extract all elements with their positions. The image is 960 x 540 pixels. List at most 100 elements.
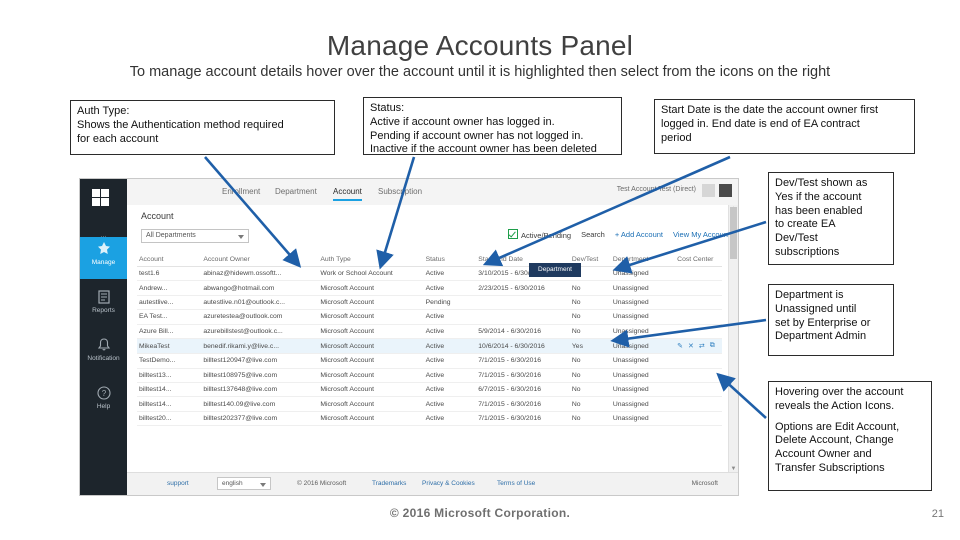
- cell-department: Unassigned: [610, 411, 676, 427]
- cell-account: billtest13...: [137, 368, 202, 384]
- filter-row: Active/Pending Search + Add Account View…: [508, 229, 730, 240]
- change-owner-icon[interactable]: ⇄: [698, 343, 705, 351]
- display-icon[interactable]: [702, 184, 715, 197]
- sidebar-item-help-label: Help: [96, 403, 111, 410]
- cell-account: MikeaTest: [137, 338, 202, 355]
- sidebar-item-help[interactable]: ? Help: [80, 381, 127, 423]
- cell-account: Andrew...: [137, 280, 202, 296]
- user-avatar-icon[interactable]: [719, 184, 732, 197]
- view-my-account-button[interactable]: View My Account: [673, 230, 730, 239]
- more-icon: [96, 215, 112, 231]
- callout-dates: Start Date is the date the account owner…: [654, 99, 915, 154]
- callout-status-line4: Inactive if the account owner has been d…: [370, 143, 597, 156]
- cell-dev-test: No: [569, 396, 611, 412]
- sidebar-item-more-label: ···: [100, 233, 107, 240]
- scroll-down-arrow[interactable]: ▼: [730, 466, 737, 472]
- support-link[interactable]: support: [167, 480, 189, 487]
- callout-status-line1: Status:: [370, 102, 405, 114]
- slide-copyright: © 2016 Microsoft Corporation.: [389, 506, 571, 520]
- privacy-cookies-link[interactable]: Privacy & Cookies: [422, 480, 475, 487]
- sidebar-item-notification[interactable]: Notification: [80, 333, 127, 375]
- table-row[interactable]: Azure Bill...azurebillstest@outlook.c...…: [137, 324, 722, 339]
- active-pending-checkbox[interactable]: Active/Pending: [508, 229, 571, 240]
- language-select[interactable]: english: [217, 477, 271, 490]
- callout-devtest-line6: subscriptions: [775, 245, 840, 258]
- cell-cost-center: [675, 353, 722, 369]
- col-status[interactable]: Status: [423, 253, 477, 267]
- col-auth-type[interactable]: Auth Type: [318, 253, 424, 267]
- cell-department: Unassigned: [610, 338, 676, 355]
- department-button[interactable]: Department: [529, 263, 581, 277]
- cell-account-owner: autestlive.n01@outlook.c...: [201, 295, 319, 311]
- cell-account: Azure Bill...: [137, 324, 202, 339]
- cell-account: test1.6: [137, 266, 202, 282]
- left-nav: ··· Manage Reports Notification: [80, 179, 127, 495]
- cell-dev-test: No: [569, 280, 611, 296]
- callout-dept-line3: set by Enterprise or: [775, 316, 871, 329]
- cell-status: Active: [423, 309, 477, 325]
- tab-subscription[interactable]: Subscription: [378, 187, 423, 196]
- cell-department: Unassigned: [610, 353, 676, 369]
- row-action-icons[interactable]: ✎ ✕ ⇄ ⧉: [675, 338, 722, 355]
- table-row[interactable]: autestlive...autestlive.n01@outlook.c...…: [137, 295, 722, 311]
- terms-of-use-link[interactable]: Terms of Use: [497, 480, 536, 487]
- col-cost-center[interactable]: Cost Center: [675, 253, 722, 267]
- sidebar-item-manage-label: Manage: [91, 259, 116, 266]
- sidebar-item-more[interactable]: ···: [80, 211, 127, 253]
- delete-icon[interactable]: ✕: [688, 343, 694, 351]
- scrollbar-thumb[interactable]: [730, 207, 737, 259]
- callout-status-line2: Active if account owner has logged in.: [370, 115, 555, 128]
- section-title: Account: [141, 211, 174, 221]
- edit-icon[interactable]: ✎: [677, 343, 684, 351]
- col-account[interactable]: Account: [137, 253, 202, 267]
- cell-auth-type: Microsoft Account: [318, 382, 424, 398]
- transfer-subscriptions-icon[interactable]: ⧉: [709, 342, 715, 350]
- callout-devtest-line5: Dev/Test: [775, 232, 818, 244]
- cell-dev-test: No: [569, 382, 611, 398]
- account-owner-label: Test Account Test (Direct): [616, 186, 696, 193]
- sidebar-item-reports[interactable]: Reports: [80, 285, 127, 327]
- tab-department[interactable]: Department: [275, 187, 317, 196]
- svg-text:?: ?: [101, 389, 106, 398]
- sidebar-item-manage[interactable]: Manage: [80, 237, 127, 279]
- cell-status: Active: [423, 266, 477, 282]
- top-right-icons[interactable]: [702, 184, 732, 197]
- callout-hover-line5: Account Owner and: [775, 448, 872, 460]
- trademarks-link[interactable]: Trademarks: [372, 480, 407, 487]
- callout-dept-line4: Department Admin: [775, 330, 867, 343]
- cell-department: Unassigned: [610, 324, 676, 339]
- search-button[interactable]: Search: [581, 230, 605, 239]
- tab-enrollment[interactable]: Enrollment: [222, 187, 261, 196]
- cell-status: Active: [423, 338, 477, 355]
- tab-account[interactable]: Account: [333, 187, 362, 201]
- cell-department: Unassigned: [610, 396, 676, 412]
- cell-start-end-date: 7/1/2015 - 6/30/2016: [476, 411, 570, 427]
- callout-dept-line2: Unassigned until: [775, 302, 857, 315]
- cell-cost-center: [675, 382, 722, 398]
- cell-auth-type: Microsoft Account: [318, 295, 424, 311]
- cell-auth-type: Microsoft Account: [318, 396, 424, 412]
- manage-icon: [96, 241, 112, 257]
- add-account-button[interactable]: + Add Account: [614, 230, 664, 239]
- cell-auth-type: Microsoft Account: [318, 411, 424, 427]
- cell-start-end-date: [476, 295, 570, 311]
- vertical-scrollbar[interactable]: ▲ ▼: [728, 205, 738, 473]
- department-filter-select[interactable]: All Departments: [141, 229, 249, 243]
- cell-account-owner: abwango@hotmail.com: [201, 280, 319, 296]
- manage-accounts-screenshot: ··· Manage Reports Notification: [79, 178, 739, 496]
- callout-hover-line3: Options are Edit Account,: [775, 420, 900, 433]
- cell-dev-test: Yes: [569, 338, 611, 355]
- cell-dev-test: No: [569, 324, 611, 339]
- checkbox-icon: [508, 229, 519, 239]
- col-department[interactable]: Department: [610, 253, 676, 267]
- col-account-owner[interactable]: Account Owner: [201, 253, 319, 267]
